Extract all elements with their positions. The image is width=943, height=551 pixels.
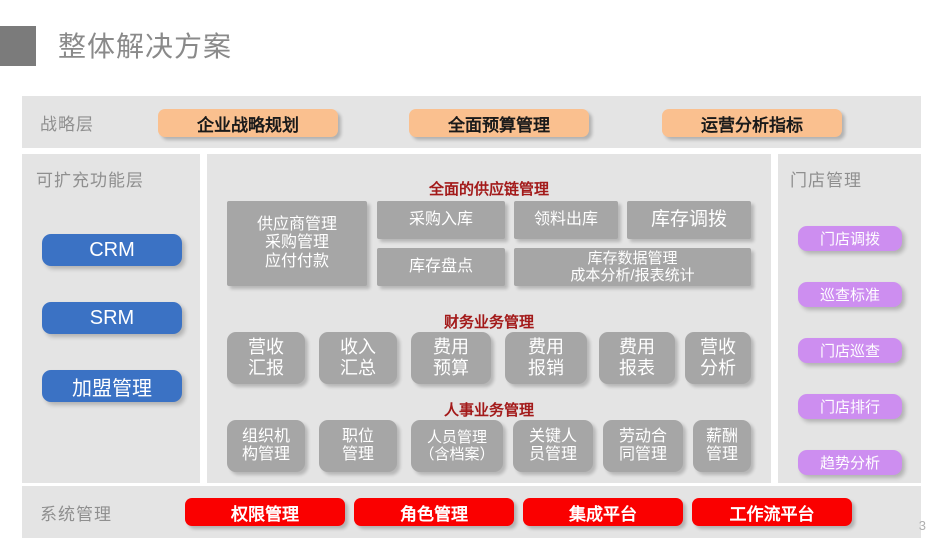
store-button-inspection-standard[interactable]: 巡查标准 — [798, 282, 902, 307]
section-title-hr: 人事业务管理 — [443, 402, 534, 419]
box-org-structure[interactable]: 组织机 构管理 — [227, 420, 305, 472]
box-revenue-analysis[interactable]: 营收 分析 — [685, 332, 751, 384]
box-supplier-purchase-payable[interactable]: 供应商管理 采购管理 应付付款 — [227, 201, 367, 286]
store-button-ranking[interactable]: 门店排行 — [798, 394, 902, 419]
core-modules-panel: 全面的供应链管理 供应商管理 采购管理 应付付款 采购入库 领料出库 库存调拨 … — [207, 154, 771, 483]
box-position-management[interactable]: 职位 管理 — [319, 420, 397, 472]
strategy-layer-band: 战略层 企业战略规划 全面预算管理 运营分析指标 — [22, 96, 921, 148]
store-button-transfer[interactable]: 门店调拨 — [798, 226, 902, 251]
system-management-label: 系统管理 — [40, 505, 112, 524]
extensible-layer-panel: 可扩充功能层 CRM SRM 加盟管理 — [22, 154, 200, 483]
extensible-button-franchise-management[interactable]: 加盟管理 — [42, 370, 182, 402]
strategy-button-operation-analysis[interactable]: 运营分析指标 — [662, 109, 842, 137]
system-button-workflow-platform[interactable]: 工作流平台 — [692, 498, 852, 526]
store-management-panel: 门店管理 门店调拨 巡查标准 门店巡查 门店排行 趋势分析 — [778, 154, 921, 483]
system-management-band: 系统管理 权限管理 角色管理 集成平台 工作流平台 — [22, 486, 921, 538]
page-number: 3 — [918, 518, 926, 533]
box-purchase-inbound[interactable]: 采购入库 — [377, 201, 505, 239]
title-marker-square — [0, 26, 36, 66]
store-management-label: 门店管理 — [790, 171, 862, 190]
extensible-button-srm[interactable]: SRM — [42, 302, 182, 334]
section-title-finance: 财务业务管理 — [443, 314, 534, 331]
box-expense-reimbursement[interactable]: 费用 报销 — [505, 332, 587, 384]
box-salary-management[interactable]: 薪酬 管理 — [693, 420, 751, 472]
box-inventory-data-cost-analysis[interactable]: 库存数据管理 成本分析/报表统计 — [514, 248, 751, 286]
strategy-button-budget-management[interactable]: 全面预算管理 — [409, 109, 589, 137]
extensible-layer-label: 可扩充功能层 — [36, 171, 144, 190]
box-inventory-count[interactable]: 库存盘点 — [377, 248, 505, 286]
box-inventory-transfer[interactable]: 库存调拨 — [627, 201, 751, 239]
store-button-trend-analysis[interactable]: 趋势分析 — [798, 450, 902, 475]
system-button-role-management[interactable]: 角色管理 — [354, 498, 514, 526]
box-revenue-report[interactable]: 营收 汇报 — [227, 332, 305, 384]
strategy-layer-label: 战略层 — [40, 115, 94, 134]
extensible-button-crm[interactable]: CRM — [42, 234, 182, 266]
box-key-personnel[interactable]: 关键人 员管理 — [513, 420, 593, 472]
strategy-button-enterprise-planning[interactable]: 企业战略规划 — [158, 109, 338, 137]
box-personnel-management[interactable]: 人员管理 （含档案） — [411, 420, 503, 472]
box-expense-budget[interactable]: 费用 预算 — [411, 332, 491, 384]
system-button-permission-management[interactable]: 权限管理 — [185, 498, 345, 526]
system-button-integration-platform[interactable]: 集成平台 — [523, 498, 683, 526]
section-title-supply-chain: 全面的供应链管理 — [428, 181, 549, 198]
box-material-outbound[interactable]: 领料出库 — [514, 201, 618, 239]
store-button-inspection[interactable]: 门店巡查 — [798, 338, 902, 363]
box-income-summary[interactable]: 收入 汇总 — [319, 332, 397, 384]
box-labor-contract[interactable]: 劳动合 同管理 — [603, 420, 683, 472]
box-expense-report[interactable]: 费用 报表 — [599, 332, 675, 384]
page-title: 整体解决方案 — [58, 31, 233, 62]
